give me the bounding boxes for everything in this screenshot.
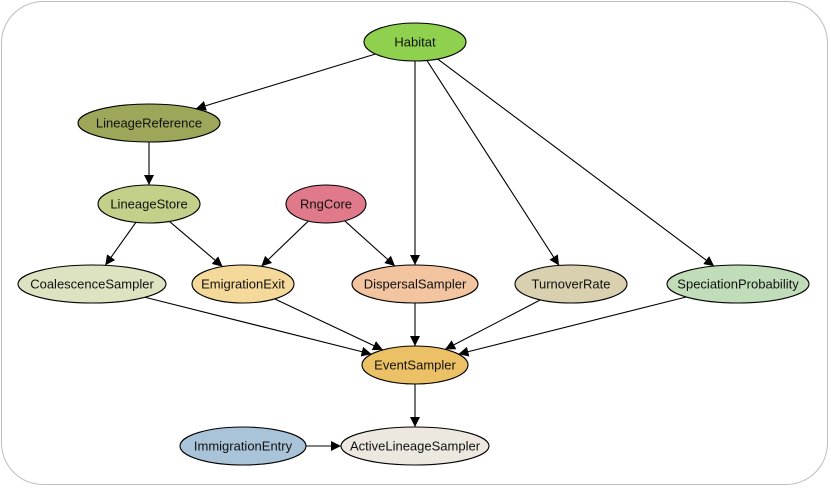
node-label-lineage-reference: LineageReference — [96, 116, 202, 131]
node-lineage-store: LineageStore — [97, 184, 201, 224]
node-label-active-lineage-sampler: ActiveLineageSampler — [350, 439, 481, 454]
edge-coalescence-sampler-to-event-sampler — [144, 296, 372, 357]
node-active-lineage-sampler: ActiveLineageSampler — [340, 426, 490, 466]
node-ellipse-turnover-rate — [514, 264, 628, 304]
edge-rng-core-to-emigration-exit — [261, 220, 309, 267]
node-habitat: Habitat — [363, 22, 467, 62]
node-label-emigration-exit: EmigrationExit — [201, 277, 285, 292]
edge-emigration-exit-to-event-sampler — [274, 298, 384, 351]
node-ellipse-emigration-exit — [191, 264, 295, 304]
node-speciation-probability: SpeciationProbability — [666, 264, 810, 304]
node-rng-core: RngCore — [285, 184, 367, 224]
node-label-habitat: Habitat — [394, 35, 436, 50]
node-immigration-entry: ImmigrationEntry — [179, 426, 307, 466]
node-label-rng-core: RngCore — [300, 197, 352, 212]
node-lineage-reference: LineageReference — [77, 103, 221, 143]
node-label-turnover-rate: TurnoverRate — [532, 277, 611, 292]
node-label-immigration-entry: ImmigrationEntry — [194, 439, 293, 454]
edge-speciation-probability-to-event-sampler — [458, 296, 687, 357]
node-ellipse-speciation-probability — [666, 264, 810, 304]
node-dispersal-sampler: DispersalSampler — [351, 264, 479, 304]
node-label-lineage-store: LineageStore — [110, 197, 187, 212]
node-ellipse-event-sampler — [361, 345, 469, 385]
edge-habitat-to-lineage-reference — [195, 53, 376, 111]
node-label-dispersal-sampler: DispersalSampler — [364, 277, 467, 292]
node-ellipse-habitat — [363, 22, 467, 62]
edge-lineage-store-to-coalescence-sampler — [104, 222, 137, 266]
edges-layer — [104, 53, 715, 451]
node-ellipse-dispersal-sampler — [351, 264, 479, 304]
node-ellipse-lineage-store — [97, 184, 201, 224]
edge-turnover-rate-to-event-sampler — [444, 299, 541, 350]
node-turnover-rate: TurnoverRate — [514, 264, 628, 304]
node-label-coalescence-sampler: CoalescenceSampler — [30, 277, 154, 292]
node-emigration-exit: EmigrationExit — [191, 264, 295, 304]
node-label-speciation-probability: SpeciationProbability — [677, 277, 799, 292]
node-ellipse-rng-core — [285, 184, 367, 224]
edge-lineage-store-to-emigration-exit — [169, 220, 223, 268]
node-label-event-sampler: EventSampler — [374, 358, 456, 373]
node-event-sampler: EventSampler — [361, 345, 469, 385]
edge-rng-core-to-dispersal-sampler — [344, 220, 396, 267]
node-coalescence-sampler: CoalescenceSampler — [17, 264, 167, 304]
node-ellipse-coalescence-sampler — [17, 264, 167, 304]
node-ellipse-lineage-reference — [77, 103, 221, 143]
edge-habitat-to-turnover-rate — [426, 60, 560, 266]
node-ellipse-immigration-entry — [179, 426, 307, 466]
edge-habitat-to-speciation-probability — [437, 58, 715, 267]
node-ellipse-active-lineage-sampler — [340, 426, 490, 466]
